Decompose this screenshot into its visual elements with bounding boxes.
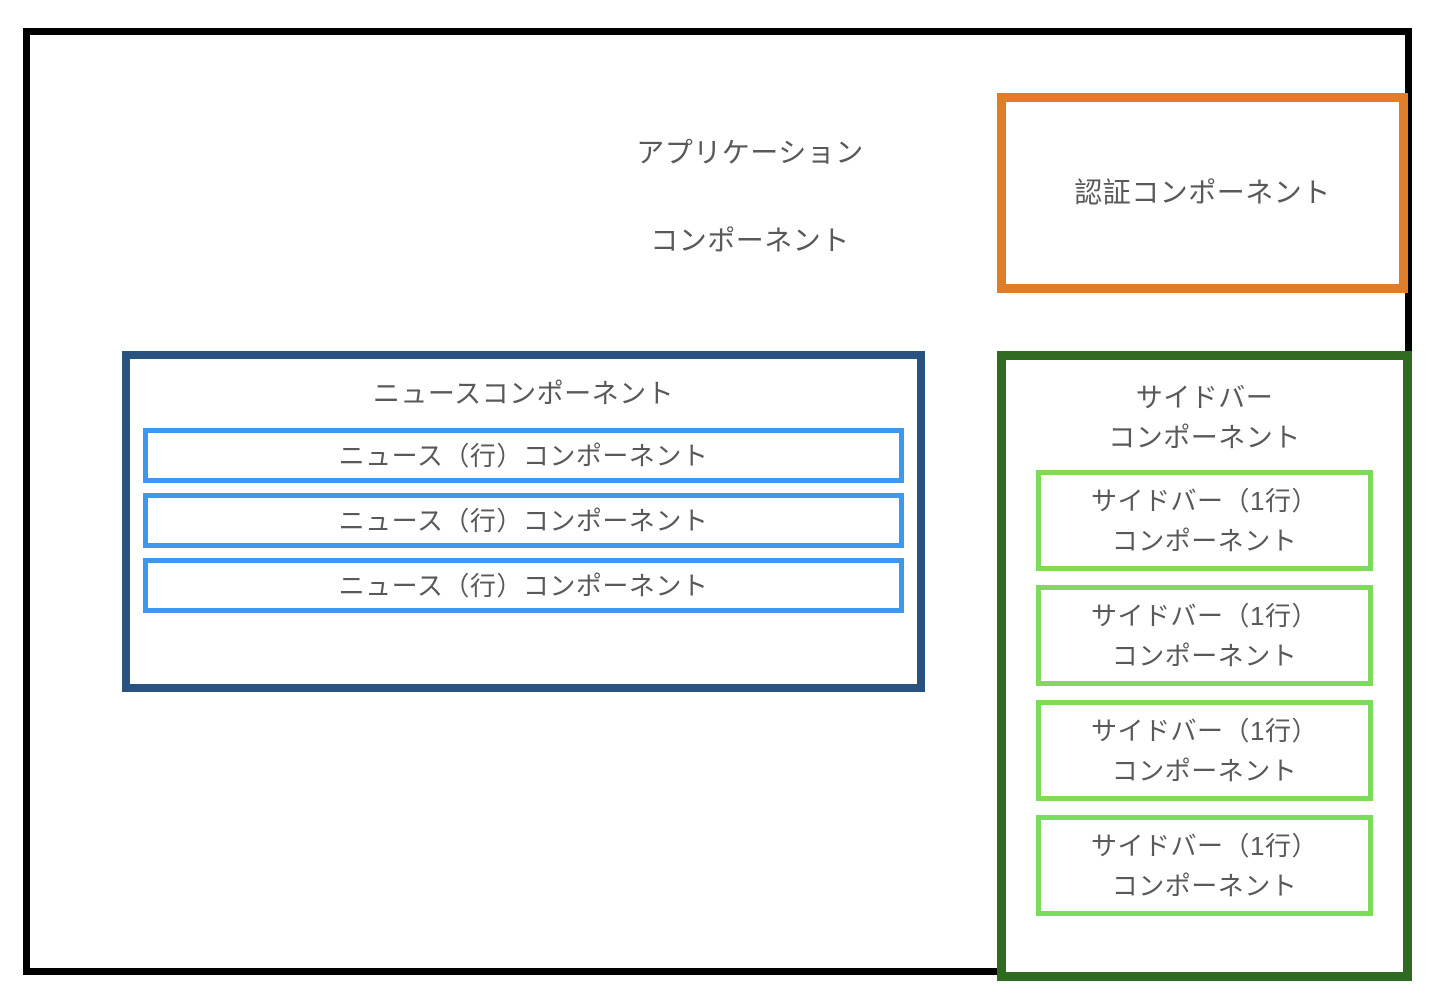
sidebar-title-line-1: サイドバー <box>1135 383 1274 413</box>
application-component-title: アプリケーション コンポーネント <box>510 87 990 307</box>
sidebar-row-label-line-2: コンポーネント <box>1111 870 1298 901</box>
sidebar-row-list: サイドバー（1行） コンポーネント サイドバー（1行） コンポーネント サイドバ… <box>1006 470 1403 916</box>
sidebar-row-label-line-1: サイドバー（1行） <box>1091 485 1318 516</box>
sidebar-component-box: サイドバー コンポーネント サイドバー（1行） コンポーネント サイドバー（1行… <box>997 351 1412 981</box>
news-row-label: ニュース（行）コンポーネント <box>338 440 709 471</box>
application-title-line-1: アプリケーション <box>636 137 864 168</box>
sidebar-row-item: サイドバー（1行） コンポーネント <box>1036 700 1373 801</box>
news-component-title: ニュースコンポーネント <box>372 379 675 409</box>
news-row-item: ニュース（行）コンポーネント <box>143 428 904 483</box>
sidebar-row-label-line-2: コンポーネント <box>1111 755 1298 786</box>
sidebar-row-label: サイドバー（1行） コンポーネント <box>1091 596 1318 676</box>
sidebar-row-label: サイドバー（1行） コンポーネント <box>1091 826 1318 906</box>
sidebar-row-label-line-2: コンポーネント <box>1111 640 1298 671</box>
sidebar-title-line-2: コンポーネント <box>1108 423 1301 453</box>
sidebar-row-label: サイドバー（1行） コンポーネント <box>1091 481 1318 561</box>
news-row-item: ニュース（行）コンポーネント <box>143 493 904 548</box>
sidebar-row-label-line-1: サイドバー（1行） <box>1091 600 1318 631</box>
news-row-item: ニュース（行）コンポーネント <box>143 558 904 613</box>
sidebar-row-item: サイドバー（1行） コンポーネント <box>1036 815 1373 916</box>
application-component-frame: アプリケーション コンポーネント 認証コンポーネント ニュースコンポーネント ニ… <box>23 28 1412 981</box>
sidebar-row-label-line-1: サイドバー（1行） <box>1091 830 1318 861</box>
auth-component-title: 認証コンポーネント <box>1074 177 1331 208</box>
news-row-label: ニュース（行）コンポーネント <box>338 570 709 601</box>
news-row-label: ニュース（行）コンポーネント <box>338 505 709 536</box>
sidebar-row-label: サイドバー（1行） コンポーネント <box>1091 711 1318 791</box>
application-title-line-2: コンポーネント <box>650 225 850 256</box>
sidebar-row-item: サイドバー（1行） コンポーネント <box>1036 585 1373 686</box>
auth-component-box: 認証コンポーネント <box>997 93 1408 293</box>
sidebar-component-title: サイドバー コンポーネント <box>1006 378 1403 458</box>
news-row-list: ニュース（行）コンポーネント ニュース（行）コンポーネント ニュース（行）コンポ… <box>130 428 917 613</box>
sidebar-row-label-line-2: コンポーネント <box>1111 525 1298 556</box>
news-component-box: ニュースコンポーネント ニュース（行）コンポーネント ニュース（行）コンポーネン… <box>122 351 925 692</box>
sidebar-row-label-line-1: サイドバー（1行） <box>1091 715 1318 746</box>
sidebar-row-item: サイドバー（1行） コンポーネント <box>1036 470 1373 571</box>
